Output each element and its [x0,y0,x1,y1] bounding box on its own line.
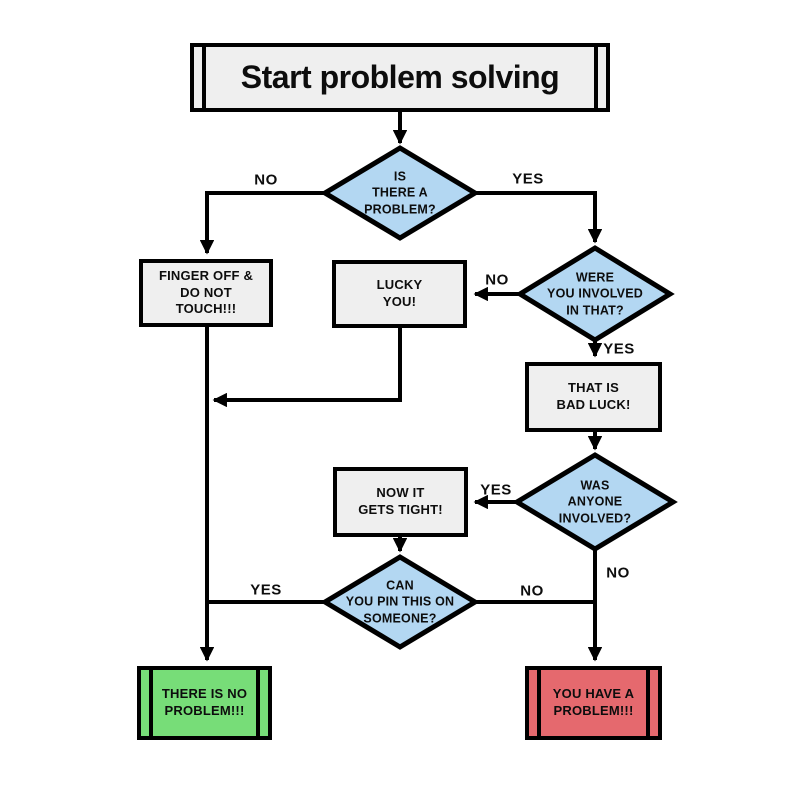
edge-label-pin-yes: YES [250,581,282,599]
node-no-problem-label: THERE IS NO PROBLEM!!! [161,686,248,718]
terminator-bar-right [256,670,260,736]
node-lucky-you-label: LUCKY YOU! [376,277,423,309]
edge-label-is-problem-no: NO [254,171,278,189]
edge-label-anyone-involved-no: NO [606,564,630,582]
edge-lucky-you-join [212,328,402,408]
decision-is-there-a-problem [320,145,480,241]
terminator-bar-right [594,47,598,108]
node-start: Start problem solving [190,43,610,112]
terminator-bar-left [202,47,206,108]
decision-can-you-pin-label: CAN YOU PIN THIS ON SOMEONE? [345,578,455,626]
node-gets-tight-label: NOW IT GETS TIGHT! [358,485,443,517]
node-have-problem: YOU HAVE A PROBLEM!!! [525,666,662,740]
node-no-problem: THERE IS NO PROBLEM!!! [137,666,272,740]
node-finger-off: FINGER OFF & DO NOT TOUCH!!! [139,259,273,327]
page-title: Start problem solving [240,59,560,95]
edge-label-pin-no: NO [520,582,544,600]
edge-is-problem-no [199,191,325,255]
node-bad-luck-label: THAT IS BAD LUCK! [556,380,631,412]
edge-label-were-involved-yes: YES [603,340,635,358]
decision-was-anyone-involved [512,452,678,552]
decision-is-there-a-problem-label: IS THERE A PROBLEM? [364,169,436,217]
node-have-problem-label: YOU HAVE A PROBLEM!!! [552,686,635,718]
edge-is-problem-yes [475,191,603,244]
node-lucky-you: LUCKY YOU! [332,260,467,328]
edge-label-anyone-involved-yes: YES [480,481,512,499]
terminator-bar-left [537,670,541,736]
decision-can-you-pin [320,554,480,650]
decision-were-you-involved [515,245,675,343]
terminator-bar-right [646,670,650,736]
edge-label-were-involved-no: NO [485,271,509,289]
decision-were-you-involved-label: WERE YOU INVOLVED IN THAT? [547,270,643,318]
node-bad-luck: THAT IS BAD LUCK! [525,362,662,432]
terminator-bar-left [149,670,153,736]
node-finger-off-label: FINGER OFF & DO NOT TOUCH!!! [158,267,254,317]
decision-was-anyone-involved-label: WAS ANYONE INVOLVED? [558,478,632,526]
node-gets-tight: NOW IT GETS TIGHT! [333,467,468,537]
edge-label-is-problem-yes: YES [512,170,544,188]
